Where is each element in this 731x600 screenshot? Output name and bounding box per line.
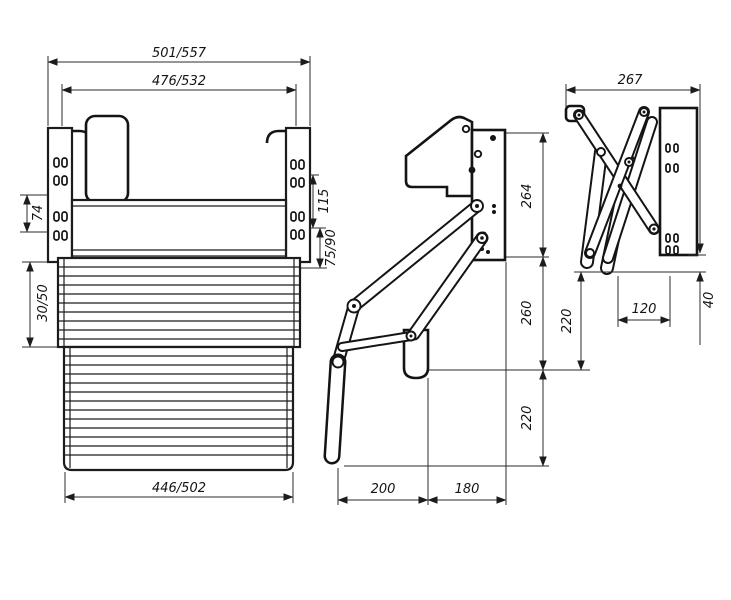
folded-plate-holes [665, 143, 679, 255]
dim-front-right-hole-spacing: 115 [309, 174, 332, 229]
side-upper-step-profile [402, 328, 430, 380]
dim-front-step-width: 446/502 [64, 472, 294, 503]
dim-folded-height: 220 [560, 271, 585, 371]
dim-folded-offset: 120 [617, 276, 671, 327]
right-bracket-holes [290, 159, 305, 240]
dim-front-left-hole-spacing: 74 [20, 194, 48, 233]
dim-label-mount-width: 476/532 [152, 74, 206, 89]
dim-front-mount-width: 476/532 [61, 74, 297, 126]
upper-step-tread [56, 256, 302, 349]
dim-label-bracket-height: 264 [520, 184, 535, 209]
step-frame [70, 198, 288, 260]
dim-folded-depth: 267 [565, 73, 704, 254]
front-view: 501/557 476/532 74 30/50 115 [20, 46, 339, 503]
dim-label-step-width: 446/502 [152, 481, 206, 496]
dim-label-folded-height: 220 [560, 309, 575, 334]
dim-label-right-hole-spacing: 115 [317, 189, 332, 214]
side-linkage [323, 199, 489, 465]
dim-label-folded-depth: 267 [618, 73, 644, 88]
folded-linkage [573, 106, 660, 275]
dim-front-overall-width: 501/557 [47, 46, 311, 126]
lower-step-tread [62, 345, 295, 472]
dim-label-left-hole-spacing: 74 [31, 205, 46, 222]
dim-label-overall-width: 501/557 [152, 46, 207, 61]
dim-side-heights: 264 260 220 [520, 132, 547, 467]
side-drive-housing [404, 115, 474, 198]
right-bracket-hook [265, 129, 286, 144]
dim-label-folded-offset: 120 [632, 302, 657, 317]
dim-folded-drop: 40 [696, 271, 717, 345]
drive-housing [84, 114, 130, 204]
dim-label-folded-drop: 40 [702, 292, 717, 309]
side-view-folded: 267 120 40 220 [560, 73, 717, 371]
dim-label-lower-step-reach: 180 [455, 482, 480, 497]
left-mounting-bracket [46, 126, 74, 264]
dim-label-upper-step-drop: 260 [520, 301, 535, 326]
folded-joints [574, 107, 660, 258]
dim-label-right-offset: 75/90 [324, 229, 339, 266]
dim-label-upper-step-reach: 200 [371, 482, 396, 497]
folded-bracket-plate [658, 106, 699, 257]
dim-label-left-offset: 30/50 [36, 284, 51, 321]
dim-side-reach: 200 180 [337, 378, 507, 505]
dim-front-right-offset: 75/90 [301, 227, 339, 269]
side-joints [331, 199, 488, 369]
dim-label-lower-step-drop: 220 [520, 406, 535, 431]
left-bracket-holes [53, 157, 68, 241]
dim-front-left-offset: 30/50 [22, 261, 58, 348]
side-view-extended: 264 260 220 200 180 [323, 115, 590, 505]
right-mounting-bracket [284, 126, 312, 264]
